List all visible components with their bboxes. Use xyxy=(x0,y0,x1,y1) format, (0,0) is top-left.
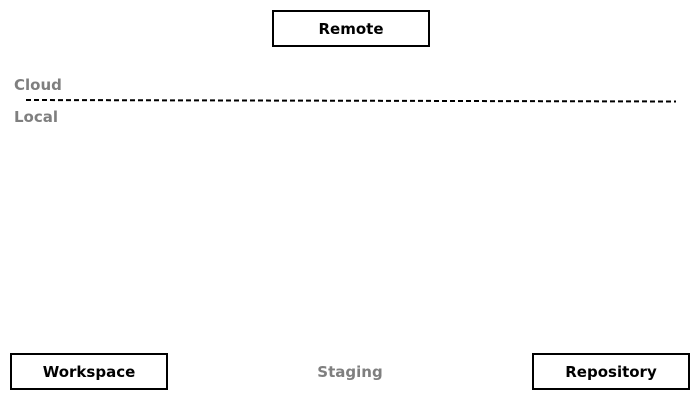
repository-node: Repository xyxy=(532,353,690,390)
workspace-node: Workspace xyxy=(10,353,168,390)
workspace-label: Workspace xyxy=(42,362,136,381)
staging-label: Staging xyxy=(317,363,383,381)
repository-label: Repository xyxy=(565,362,657,381)
remote-node: Remote xyxy=(272,10,430,47)
local-zone-label: Local xyxy=(14,108,59,126)
remote-label: Remote xyxy=(318,19,384,38)
dashed-boundary-line xyxy=(25,99,677,103)
cloud-zone-label: Cloud xyxy=(14,76,62,94)
